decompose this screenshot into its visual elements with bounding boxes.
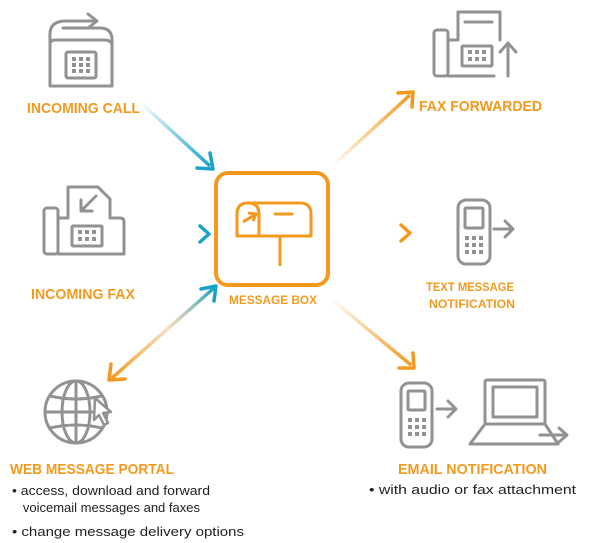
incoming-call-label: INCOMING CALL	[27, 100, 140, 117]
arrow-web-portal-bidirectional	[107, 284, 218, 382]
mobile-phone-icon	[456, 198, 515, 266]
web-portal-detail-3: • change message delivery options	[12, 525, 244, 539]
message-box-label: MESSAGE BOX	[229, 293, 317, 307]
mobile-phone-icon-email	[399, 381, 458, 449]
web-portal-detail-2: voicemail messages and faxes	[12, 501, 200, 515]
mailbox-icon	[235, 201, 313, 266]
arrow-fax-forwarded	[328, 90, 415, 170]
arrow-email-notification	[328, 296, 416, 370]
text-message-label-line1: TEXT MESSAGE	[426, 280, 514, 294]
email-detail: • with audio or fax attachment	[369, 483, 577, 497]
text-message-label-line2: NOTIFICATION	[429, 297, 515, 311]
incoming-fax-label: INCOMING FAX	[31, 286, 135, 303]
arrow-incoming-fax	[140, 224, 211, 244]
arrow-incoming-call	[138, 100, 215, 171]
fax-icon	[42, 185, 126, 256]
phone-icon	[48, 12, 114, 88]
fax-forwarded-label: FAX FORWARDED	[419, 98, 542, 115]
email-notification-label: EMAIL NOTIFICATION	[398, 461, 547, 478]
web-portal-detail-1: • access, download and forward	[12, 484, 210, 498]
arrow-text-message	[330, 223, 412, 243]
globe-icon	[43, 379, 113, 445]
fax-forward-icon	[432, 10, 518, 78]
laptop-icon	[468, 378, 569, 446]
web-message-portal-label: WEB MESSAGE PORTAL	[10, 461, 174, 478]
message-box-node	[214, 171, 330, 287]
